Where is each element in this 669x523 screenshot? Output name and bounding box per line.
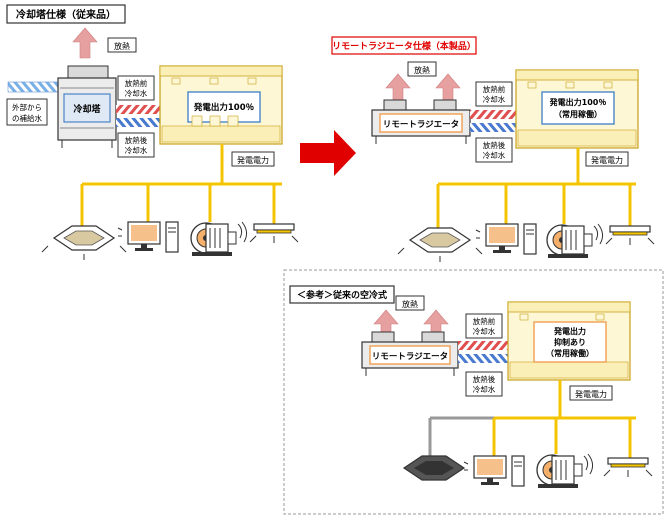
makeup-label-line2: の補給水 xyxy=(12,113,42,123)
genset: 発電出力 抑制あり （常用稼働） xyxy=(507,301,631,381)
after-label-box xyxy=(475,137,513,163)
hot-water-pipe xyxy=(458,341,508,350)
after-label-line2: 冷却水 xyxy=(125,145,148,155)
power-feed-lines xyxy=(436,148,636,228)
before-label-line1: 放熱前 xyxy=(125,78,148,88)
hot-water-pipe xyxy=(470,110,516,119)
motor-icon xyxy=(536,453,594,489)
power-label: 発電電力 xyxy=(237,155,269,165)
ceiling-light-icon xyxy=(605,225,655,246)
panel3-title: ＜参考＞従来の空冷式 xyxy=(297,289,387,301)
pc-icon xyxy=(117,221,179,253)
genset-output-label: 発電出力100％ xyxy=(549,97,607,107)
before-label-line1: 放熱前 xyxy=(473,316,496,326)
genset-suppression-label: 抑制あり xyxy=(554,337,586,347)
hot-water-pipe xyxy=(116,105,160,114)
panel2-title: リモートラジエータ仕様（本製品） xyxy=(332,40,476,52)
power-feed-lines xyxy=(80,144,282,226)
exhaust-label-box xyxy=(107,37,137,53)
panel1-title: 冷却塔仕様（従来品） xyxy=(16,8,116,21)
panel3-title-box xyxy=(289,285,395,304)
after-label-box xyxy=(117,132,155,158)
after-label-line2: 冷却水 xyxy=(473,384,496,394)
cooling-tower-label: 冷却塔 xyxy=(73,103,101,115)
genset-mode-label: （常用稼働） xyxy=(546,348,594,358)
reference-panel-frame xyxy=(283,269,664,515)
exhaust-label-box xyxy=(395,295,425,311)
motor-icon xyxy=(546,223,604,259)
exhaust-label-box xyxy=(407,61,437,77)
genset: 発電出力100％ xyxy=(159,65,283,145)
power-label: 発電電力 xyxy=(591,155,623,165)
remote-radiator: リモートラジエータ xyxy=(361,331,459,376)
panel-remote-radiator: リモートラジエータ仕様（本製品） 放熱 リモートラジエータ 放熱前 冷却水 放熱… xyxy=(331,36,655,263)
exhaust-label: 放熱 xyxy=(114,41,130,51)
genset-output-label: 発電出力 xyxy=(553,326,586,336)
ceiling-ac-icon xyxy=(41,225,127,261)
before-label-box xyxy=(475,81,513,107)
after-label-line2: 冷却水 xyxy=(483,150,506,160)
makeup-water-pipe xyxy=(7,81,59,93)
after-label-line1: 放熱後 xyxy=(473,374,496,384)
after-label-line1: 放熱後 xyxy=(125,135,148,145)
power-feed-lines xyxy=(428,380,636,460)
before-label-line2: 冷却水 xyxy=(483,94,506,104)
radiator-label: リモートラジエータ xyxy=(383,119,459,130)
before-label-box xyxy=(465,313,503,339)
before-label-line1: 放熱前 xyxy=(483,84,506,94)
panel-reference-air-cooled: ＜参考＞従来の空冷式 放熱 リモートラジエータ 放熱前 冷却水 放熱後 冷却水 xyxy=(283,269,664,515)
before-label-line2: 冷却水 xyxy=(125,88,148,98)
remote-radiator: リモートラジエータ xyxy=(371,99,471,144)
pc-icon xyxy=(475,223,537,255)
exhaust-label: 放熱 xyxy=(402,299,418,309)
cold-water-pipe xyxy=(470,123,516,132)
power-label-box xyxy=(585,151,629,167)
panel-cooling-tower: 冷却塔仕様（従来品） 放熱 外部から の補給水 冷却塔 放熱前 冷却水 放熱後 … xyxy=(6,4,299,261)
genset-output-label: 発電出力100％ xyxy=(193,102,255,113)
ceiling-light-icon xyxy=(249,223,299,244)
after-label-box xyxy=(465,371,503,397)
cooling-tower: 冷却塔 xyxy=(57,65,117,148)
panel2-title-box xyxy=(331,36,477,55)
radiator-label: リモートラジエータ xyxy=(372,351,448,362)
ceiling-light-icon xyxy=(603,457,653,478)
pc-icon xyxy=(463,455,525,487)
makeup-label-box xyxy=(6,98,48,126)
power-label-box xyxy=(231,151,275,167)
genset-mode-label: （常用稼働） xyxy=(554,109,602,119)
before-label-box xyxy=(117,75,155,101)
power-label: 発電電力 xyxy=(575,389,607,399)
ceiling-ac-icon xyxy=(402,455,466,481)
exhaust-label: 放熱 xyxy=(414,65,430,75)
red-right-arrow-icon xyxy=(300,130,356,176)
cold-water-pipe xyxy=(458,354,508,363)
exhaust-arrow-icon xyxy=(72,27,98,59)
cold-water-pipe xyxy=(116,118,160,127)
before-label-line2: 冷却水 xyxy=(473,326,496,336)
makeup-label-line1: 外部から xyxy=(12,102,42,112)
power-label-box xyxy=(569,385,613,401)
ceiling-ac-icon xyxy=(397,227,483,263)
genset: 発電出力100％ （常用稼働） xyxy=(515,69,639,149)
after-label-line1: 放熱後 xyxy=(483,140,506,150)
motor-icon xyxy=(190,221,248,257)
panel1-title-box xyxy=(6,4,126,24)
